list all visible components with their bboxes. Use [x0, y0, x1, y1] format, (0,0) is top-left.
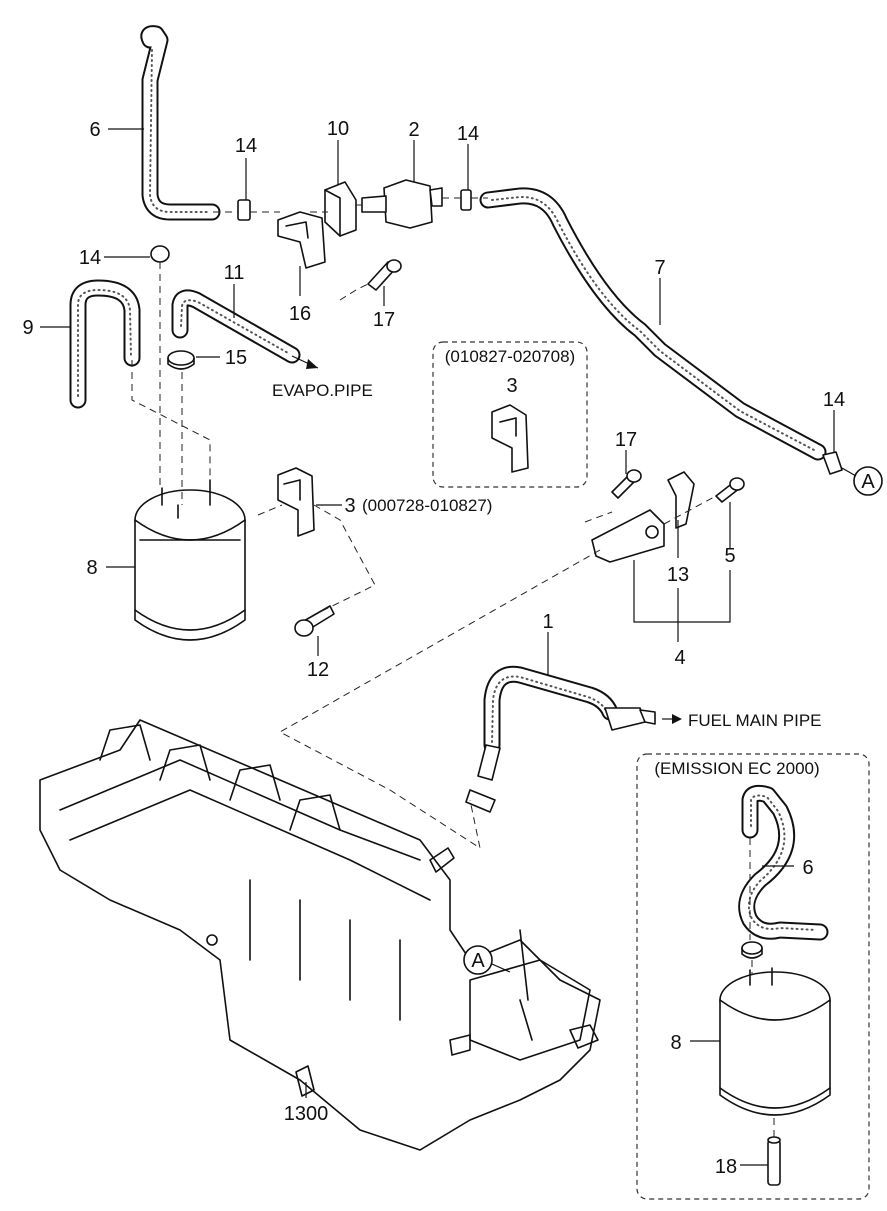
emission-box-label: (EMISSION EC 2000): [654, 759, 819, 778]
canister-8-main: [134, 479, 246, 641]
label-1: 1: [542, 611, 553, 633]
fuel-pipe-fitting-end: [639, 709, 656, 725]
dash-top-line: [213, 197, 488, 213]
label-4: 4: [674, 647, 685, 669]
clip-14-left: [237, 199, 251, 221]
label-8a: 8: [86, 557, 97, 579]
ref-a-lead-top: [841, 467, 857, 477]
label-12: 12: [307, 659, 329, 681]
label-5: 5: [724, 545, 735, 567]
dash-bracket3: [257, 504, 376, 613]
dash-bolt17: [339, 283, 369, 301]
hose-7: [479, 187, 827, 461]
clip-14-right: [460, 189, 472, 211]
dash-bracket-manifold: [278, 511, 613, 850]
ref-a-label-manifold: A: [471, 950, 485, 972]
clip-14-hose: [150, 245, 170, 263]
label-14c: 14: [79, 247, 101, 269]
label-10: 10: [327, 118, 349, 140]
ref-a-lead-manifold: [491, 963, 511, 973]
leader-4: [633, 560, 731, 642]
label-17a: 17: [373, 309, 395, 331]
label-evapo-pipe: EVAPO.PIPE: [272, 381, 373, 400]
hose-1: [483, 665, 619, 754]
range-box-010827-020708: [432, 341, 588, 488]
bracket-3-lower: [277, 467, 315, 537]
label-13: 13: [667, 564, 689, 586]
hose-6: [140, 25, 221, 221]
clamp-15: [167, 350, 195, 370]
bracket-3-upper: [491, 404, 529, 473]
hose-9: [69, 279, 141, 409]
label-11: 11: [224, 262, 245, 284]
hose-1-lower-fitting: [477, 744, 501, 781]
label-14a: 14: [235, 135, 257, 157]
fuel-arrow-head: [672, 714, 682, 724]
dash-bolt5: [663, 495, 717, 525]
ref-a-circle-manifold: [463, 945, 493, 975]
canister-8-emission: [719, 967, 831, 1116]
label-fuel-main-pipe: FUEL MAIN PIPE: [688, 711, 822, 730]
label-14b: 14: [457, 123, 479, 145]
ref-a-label-top: A: [861, 471, 875, 493]
label-9: 9: [22, 317, 33, 339]
emission-box: [636, 753, 870, 1200]
label-3b: 3: [344, 495, 355, 517]
evapo-arrow-head: [306, 359, 318, 369]
label-6: 6: [89, 119, 100, 141]
label-1300: 1300: [284, 1103, 329, 1125]
fuel-pipe-fitting: [604, 707, 646, 731]
hose-11: [171, 289, 301, 364]
intake-manifold: [39, 719, 601, 1151]
bolt-12: [294, 605, 335, 637]
label-3a: 3: [506, 375, 517, 397]
range-box-label: (010827-020708): [445, 347, 575, 366]
bracket-13: [591, 471, 695, 563]
label-14d: 14: [823, 389, 845, 411]
label-2: 2: [408, 119, 419, 141]
valve-2: [361, 179, 443, 229]
label-6b: 6: [802, 857, 813, 879]
label-18: 18: [715, 1156, 737, 1178]
label-16: 16: [289, 303, 311, 325]
dash-hose9-canister: [131, 360, 211, 480]
ref-a-circle-top: [853, 466, 883, 496]
label-7: 7: [654, 257, 665, 279]
label-3b-range: (000728-010827): [362, 496, 492, 515]
bolt-5: [715, 477, 745, 503]
valve-10: [324, 181, 357, 237]
tube-18: [767, 1136, 781, 1186]
label-15: 15: [225, 347, 247, 369]
bolt-17-upper: [367, 259, 402, 291]
label-17b: 17: [615, 429, 637, 451]
clamp-emission: [741, 941, 763, 959]
hose-6-emission: [738, 784, 829, 941]
label-8b: 8: [670, 1032, 681, 1054]
bolt-17-lower: [611, 469, 642, 499]
hose-1-connector: [465, 789, 496, 813]
clip-14-end: [822, 451, 843, 475]
bracket-16: [277, 211, 326, 269]
